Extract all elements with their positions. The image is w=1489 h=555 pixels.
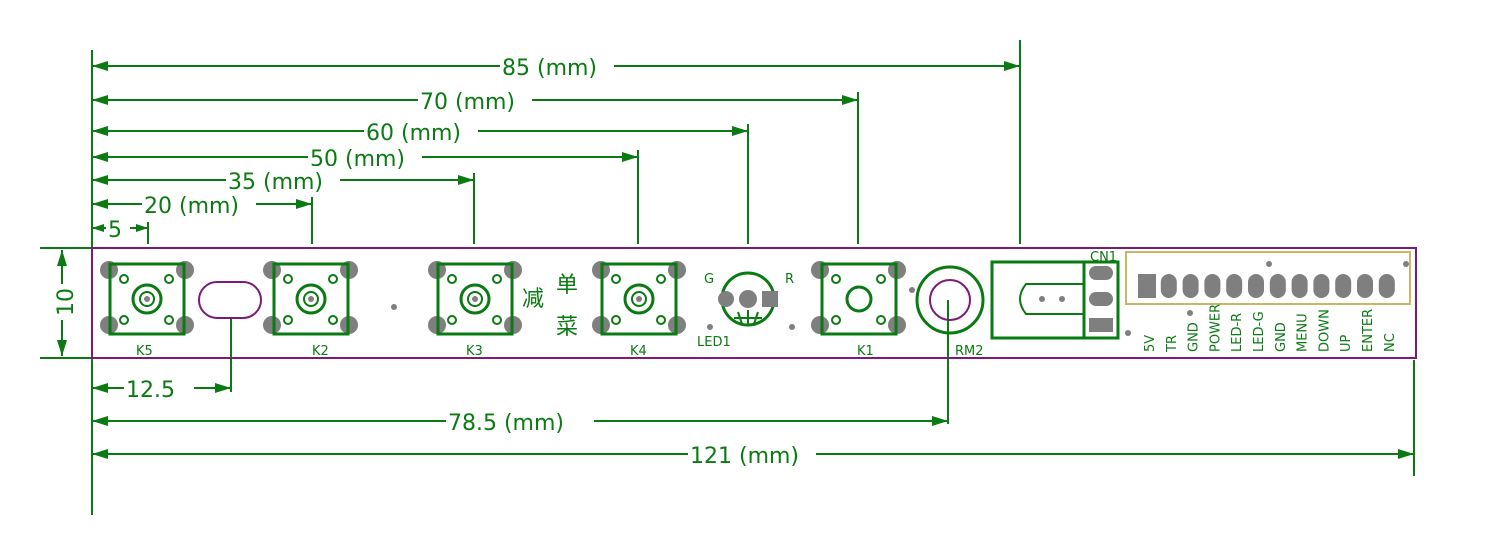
pin-label: 5V (1143, 335, 1158, 352)
pin-label: LED-R (1230, 313, 1245, 352)
cn-char-1: 菜 (556, 315, 578, 340)
dimension-60: 60 (mm) (92, 117, 748, 146)
pin-labels: 5V TR GND POWER LED-R LED-G GND MENU DOWN UP ENTER… (1143, 304, 1398, 353)
switch-k1-label: K1 (857, 344, 874, 359)
pin-pad (1204, 274, 1221, 298)
led1-g-label: G (704, 272, 714, 287)
pin-label: UP (1339, 334, 1354, 352)
pin-pad (1160, 274, 1177, 298)
dimension-20: 20 (mm) (92, 190, 312, 219)
pin-pad (1313, 274, 1330, 298)
cn-char-2: 单 (556, 273, 578, 298)
pin-label: POWER (1208, 304, 1223, 352)
pin-pad (1182, 274, 1199, 298)
dimension-70: 70 (mm) (92, 86, 858, 115)
oval-slot (198, 281, 262, 319)
dimension-78-5: 78.5 (mm) (92, 407, 948, 436)
pin-pad (1291, 274, 1308, 298)
pin-pad (1269, 274, 1286, 298)
pin-pad (1357, 274, 1373, 298)
pin-pad (1226, 274, 1243, 298)
pin-label: ENTER (1361, 309, 1376, 352)
rm2-label: RM2 (955, 344, 984, 359)
switch-k1: K1 (811, 261, 906, 359)
switch-k5: K5 (100, 261, 194, 359)
pin-header: 5V TR GND POWER LED-R LED-G GND MENU DOWN UP ENTER… (1125, 251, 1411, 353)
dimension-121-label: 121 (mm) (690, 444, 799, 469)
pin-pad (1335, 274, 1352, 298)
dimension-5-label: 5 (108, 218, 122, 243)
dimension-height-label: 10 (54, 288, 79, 316)
dimension-50: 50 (mm) (92, 143, 638, 172)
led1-r-label: R (785, 272, 794, 287)
extension-lines (40, 40, 1415, 515)
chinese-labels: 减 单 菜 (522, 273, 578, 340)
dimension-121: 121 (mm) (92, 440, 1414, 469)
led1: G R LED1 (697, 271, 795, 350)
pin-label: DOWN (1317, 309, 1332, 352)
pin-label: LED-G (1252, 311, 1267, 352)
pin-label: GND (1187, 322, 1202, 352)
switch-k2: K2 (263, 261, 358, 359)
pin-pads (1160, 274, 1395, 298)
switch-k4: K4 (592, 261, 686, 359)
switch-k5-label: K5 (136, 344, 153, 359)
dimension-78-5-label: 78.5 (mm) (448, 411, 564, 436)
led1-label: LED1 (697, 335, 731, 350)
pin-label: GND (1274, 322, 1289, 352)
switch-k2-label: K2 (312, 344, 329, 359)
cn-char-3: 减 (522, 287, 544, 312)
pin-label: NC (1383, 333, 1398, 352)
dimension-12-5: 12.5 (92, 374, 231, 403)
dimension-85: 85 (mm) (92, 52, 1020, 81)
dimension-70-label: 70 (mm) (420, 90, 515, 115)
pin-pad (1248, 274, 1264, 298)
dimension-35: 35 (mm) (92, 166, 474, 195)
dimension-60-label: 60 (mm) (366, 121, 461, 146)
dimension-20-label: 20 (mm) (144, 194, 239, 219)
switch-k3-label: K3 (466, 344, 483, 359)
dimension-height: 10 (50, 250, 79, 356)
pin-label: TR (1165, 335, 1180, 353)
dimension-85-label: 85 (mm) (502, 56, 597, 81)
cn1-connector: CN1 (990, 250, 1120, 340)
pin-pad (1378, 274, 1395, 298)
cn1-label: CN1 (1090, 250, 1117, 265)
pin-label: MENU (1296, 313, 1311, 352)
switch-k4-label: K4 (630, 344, 647, 359)
dimension-12-5-label: 12.5 (126, 378, 175, 403)
via (909, 287, 915, 293)
board-outline (91, 247, 1417, 359)
via (391, 304, 397, 310)
switch-k3: K3 (428, 261, 522, 359)
rm2-receiver: RM2 (915, 265, 985, 359)
dimension-5: 5 (92, 214, 148, 243)
